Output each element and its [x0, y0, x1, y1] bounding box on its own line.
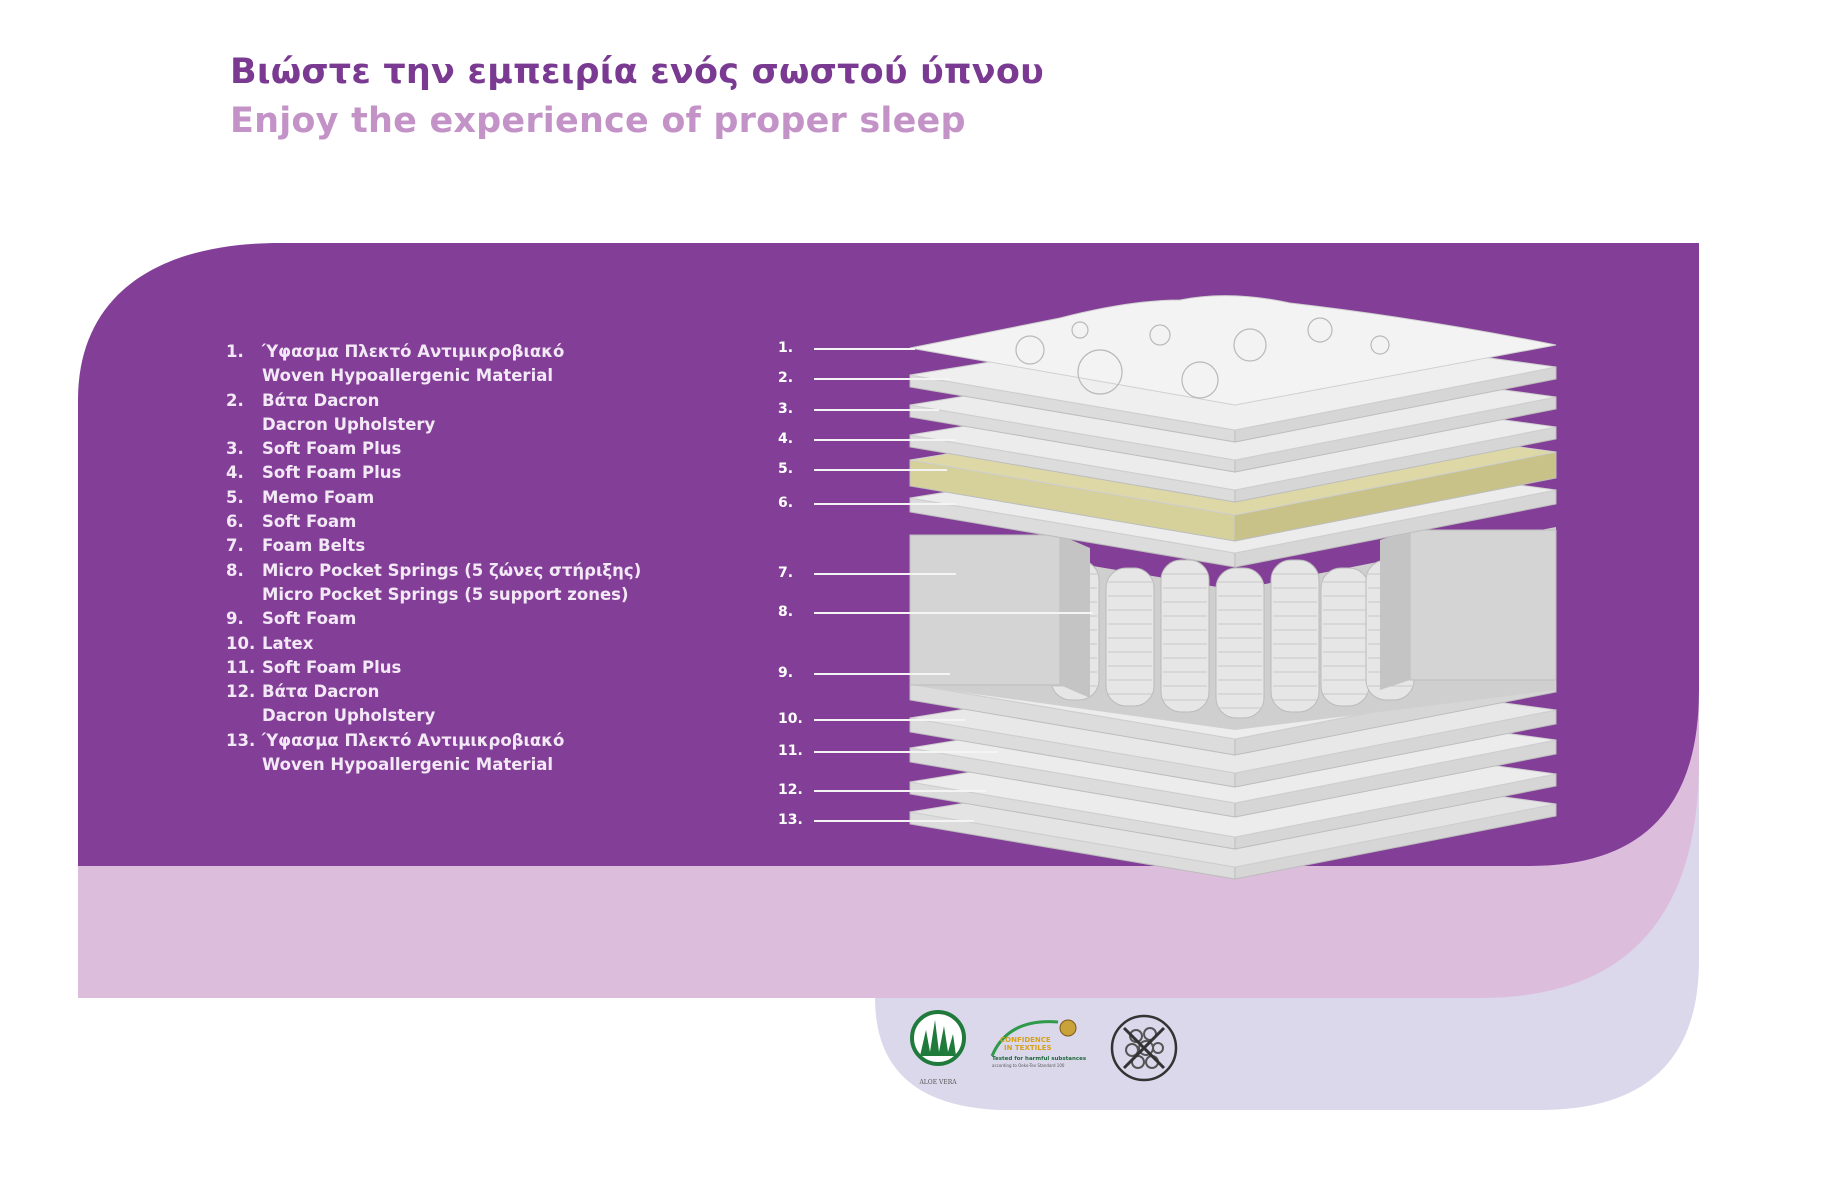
pocket-spring: [1105, 567, 1155, 707]
textile-line3: Tested for harmful substances: [992, 1056, 1087, 1062]
oeko-tex-logo: CONFIDENCE IN TEXTILES Tested for harmfu…: [990, 1019, 1087, 1068]
fabric-pattern-circle: [1370, 335, 1390, 355]
fabric-pattern-circle: [1149, 324, 1171, 346]
legend-item: 2. Βάτα Dacron: [226, 389, 641, 413]
legend-item: Dacron Upholstery: [226, 704, 641, 728]
aloe-vera-label: ALOE VERA: [918, 1079, 957, 1086]
legend-number: 10.: [226, 633, 256, 653]
fabric-pattern-circle: [1307, 317, 1333, 343]
legend-text: Soft Foam Plus: [262, 463, 402, 483]
legend-number: 2.: [226, 390, 244, 410]
legend-item: 3. Soft Foam Plus: [226, 437, 641, 461]
legend-item: Woven Hypoallergenic Material: [226, 364, 641, 388]
legend-item: 6. Soft Foam: [226, 510, 641, 534]
fabric-pattern-circle: [1015, 335, 1045, 365]
legend-number: 5.: [226, 487, 244, 507]
pocket-spring: [1270, 559, 1320, 713]
legend-text: Memo Foam: [262, 487, 375, 507]
legend-text: Βάτα Dacron: [262, 390, 380, 410]
legend-number: 11.: [226, 657, 256, 677]
legend-item: 7. Foam Belts: [226, 534, 641, 558]
legend-number: 4.: [226, 463, 244, 483]
legend-number: 9.: [226, 609, 244, 629]
legend-item: 5. Memo Foam: [226, 486, 641, 510]
legend-text: Micro Pocket Springs (5 support zones): [262, 584, 629, 604]
legend-text: Micro Pocket Springs (5 ζώνες στήριξης): [262, 560, 642, 580]
legend-number: 12.: [226, 682, 256, 702]
legend-item: 11. Soft Foam Plus: [226, 656, 641, 680]
legend-number: 3.: [226, 439, 244, 459]
aloe-vera-logo: ALOE VERA: [910, 1010, 966, 1086]
legend-text: Soft Foam: [262, 609, 357, 629]
legend-item: Micro Pocket Springs (5 support zones): [226, 583, 641, 607]
title-greek: Βιώστε την εμπειρία ενός σωστού ύπνου: [230, 52, 1044, 92]
legend-text: Woven Hypoallergenic Material: [262, 366, 554, 386]
legend-item: 12. Βάτα Dacron: [226, 680, 641, 704]
pocket-spring: [1160, 559, 1210, 713]
legend-text: Soft Foam: [262, 512, 357, 532]
foam-belt-left-side: [1060, 535, 1090, 698]
legend-text: Dacron Upholstery: [262, 706, 436, 726]
legend-text: Dacron Upholstery: [262, 414, 436, 434]
legend-number: 13.: [226, 730, 256, 750]
foam-belt-right: [1409, 529, 1557, 681]
legend-item: 9. Soft Foam: [226, 607, 641, 631]
pocket-spring: [1215, 567, 1265, 719]
legend-text: Soft Foam Plus: [262, 439, 402, 459]
legend-item: 8. Micro Pocket Springs (5 ζώνες στήριξης…: [226, 559, 641, 583]
legend-item: 4. Soft Foam Plus: [226, 461, 641, 485]
legend-text: Βάτα Dacron: [262, 682, 380, 702]
legend-text: Foam Belts: [262, 536, 366, 556]
legend-text: Ύφασμα Πλεκτό Αντιμικροβιακό: [262, 342, 565, 361]
title-english: Enjoy the experience of proper sleep: [230, 101, 966, 141]
legend-item: 10. Latex: [226, 632, 641, 656]
legend-item: 1. Ύφασμα Πλεκτό Αντιμικροβιακό: [226, 340, 641, 364]
legend-number: 6.: [226, 512, 244, 532]
legend-number: 8.: [226, 560, 244, 580]
textile-line1: CONFIDENCE: [1000, 1036, 1051, 1044]
fabric-pattern-circle: [1181, 361, 1219, 399]
no-dust-mites-icon: [1110, 1014, 1178, 1082]
legend-item: Woven Hypoallergenic Material: [226, 753, 641, 777]
textile-line4: according to Oeko-Tex Standard 100: [992, 1063, 1065, 1068]
legend-text: Soft Foam Plus: [262, 657, 402, 677]
fabric-pattern-circle: [1071, 321, 1089, 339]
legend-item: 13. Ύφασμα Πλεκτό Αντιμικροβιακό: [226, 729, 641, 753]
foam-belt-left: [909, 534, 1061, 686]
fabric-pattern-circle: [1233, 328, 1267, 362]
legend-text: Latex: [262, 633, 314, 653]
layer-1-fabric: [909, 295, 1557, 406]
legend-text: Woven Hypoallergenic Material: [262, 755, 554, 775]
foam-belt-right-side: [1380, 530, 1410, 690]
textile-line2: IN TEXTILES: [1004, 1044, 1052, 1052]
legend-number: 7.: [226, 536, 244, 556]
legend-number: 1.: [226, 342, 244, 361]
legend-item: Dacron Upholstery: [226, 413, 641, 437]
pocket-spring: [1320, 567, 1370, 707]
fabric-pattern-circle: [1077, 349, 1123, 395]
legend-text: Ύφασμα Πλεκτό Αντιμικροβιακό: [262, 730, 565, 750]
